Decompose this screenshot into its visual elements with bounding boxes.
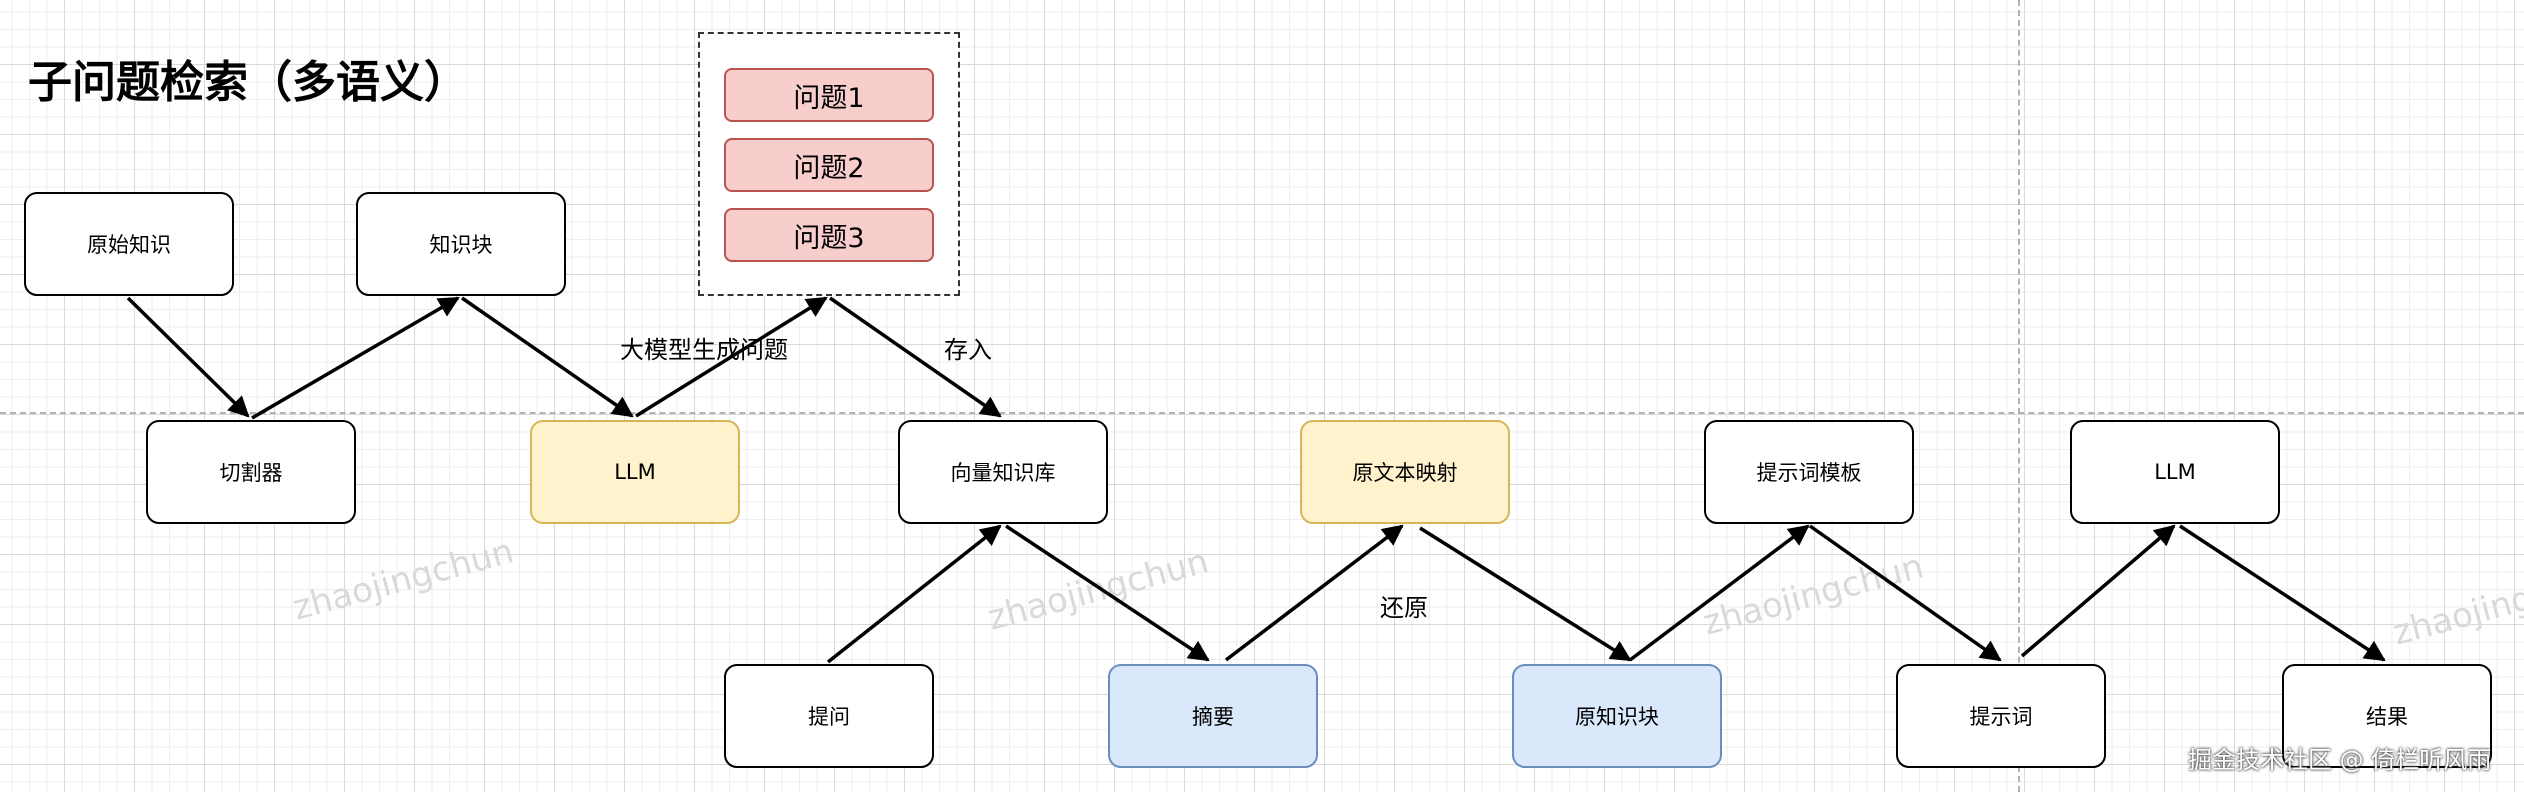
node-knowledge-chunk: 知识块 — [356, 192, 566, 296]
node-original-chunk: 原知识块 — [1512, 664, 1722, 768]
node-summary: 摘要 — [1108, 664, 1318, 768]
node-prompt-template: 提示词模板 — [1704, 420, 1914, 524]
arrow-original-to-splitter — [126, 296, 250, 418]
arrow-chunk-to-llm — [461, 296, 634, 418]
edge-label-restore: 还原 — [1380, 594, 1428, 622]
arrow-llm-to-questions — [635, 296, 828, 418]
arrow-summary-to-mapping — [1224, 524, 1404, 662]
arrow-question-to-store — [826, 524, 1002, 664]
vertical-guide-line — [2018, 0, 2020, 792]
node-question: 提问 — [724, 664, 934, 768]
question-item-1: 问题1 — [724, 68, 934, 122]
node-result: 结果 — [2282, 664, 2492, 768]
arrow-chunk-to-template — [1628, 524, 1810, 662]
node-llm-answer: LLM — [2070, 420, 2280, 524]
arrow-template-to-prompt — [1808, 524, 2002, 662]
credit-text: 掘金技术社区 @ 倚栏听风雨 — [2188, 746, 2492, 774]
page-title: 子问题检索（多语义） — [28, 57, 468, 108]
question-item-2: 问题2 — [724, 138, 934, 192]
arrow-splitter-to-chunk — [251, 296, 460, 420]
edge-label-store: 存入 — [944, 336, 992, 364]
node-llm-generator: LLM — [530, 420, 740, 524]
question-item-3: 问题3 — [724, 208, 934, 262]
horizontal-guide-line — [0, 412, 2524, 414]
node-text-mapping: 原文本映射 — [1300, 420, 1510, 524]
arrow-llm-to-result — [2179, 524, 2386, 662]
arrow-questions-to-store — [829, 296, 1002, 418]
node-splitter: 切割器 — [146, 420, 356, 524]
arrow-prompt-to-llm — [2020, 524, 2176, 658]
node-original-knowledge: 原始知识 — [24, 192, 234, 296]
node-vector-store: 向量知识库 — [898, 420, 1108, 524]
node-prompt: 提示词 — [1896, 664, 2106, 768]
arrow-store-to-summary — [1005, 524, 1210, 662]
arrow-mapping-to-chunk — [1419, 526, 1632, 662]
